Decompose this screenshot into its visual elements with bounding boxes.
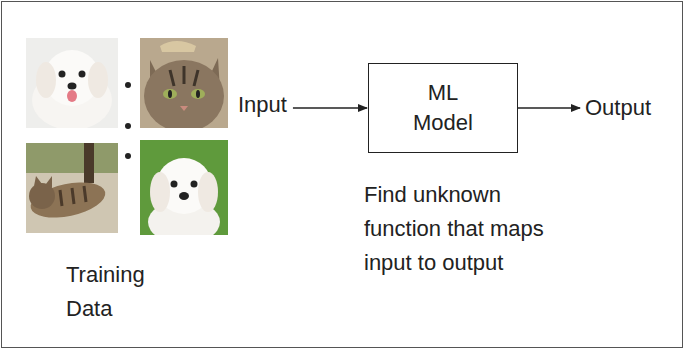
cat-photo [140, 38, 228, 128]
process-box: ML Model [368, 63, 518, 153]
text-label: Output [585, 91, 680, 125]
cat-photo [26, 143, 118, 233]
text-label: Training Data [66, 258, 166, 326]
dot [125, 153, 131, 159]
box-label: ML Model [403, 78, 483, 138]
text-label: Find unknown function that maps input to… [364, 178, 572, 280]
dot [125, 82, 131, 88]
text-label: Input [238, 88, 308, 122]
dog-photo [26, 38, 118, 128]
dot [125, 123, 131, 129]
output-arrow [518, 107, 580, 109]
dog-photo [140, 140, 228, 235]
input-arrow [293, 107, 367, 109]
